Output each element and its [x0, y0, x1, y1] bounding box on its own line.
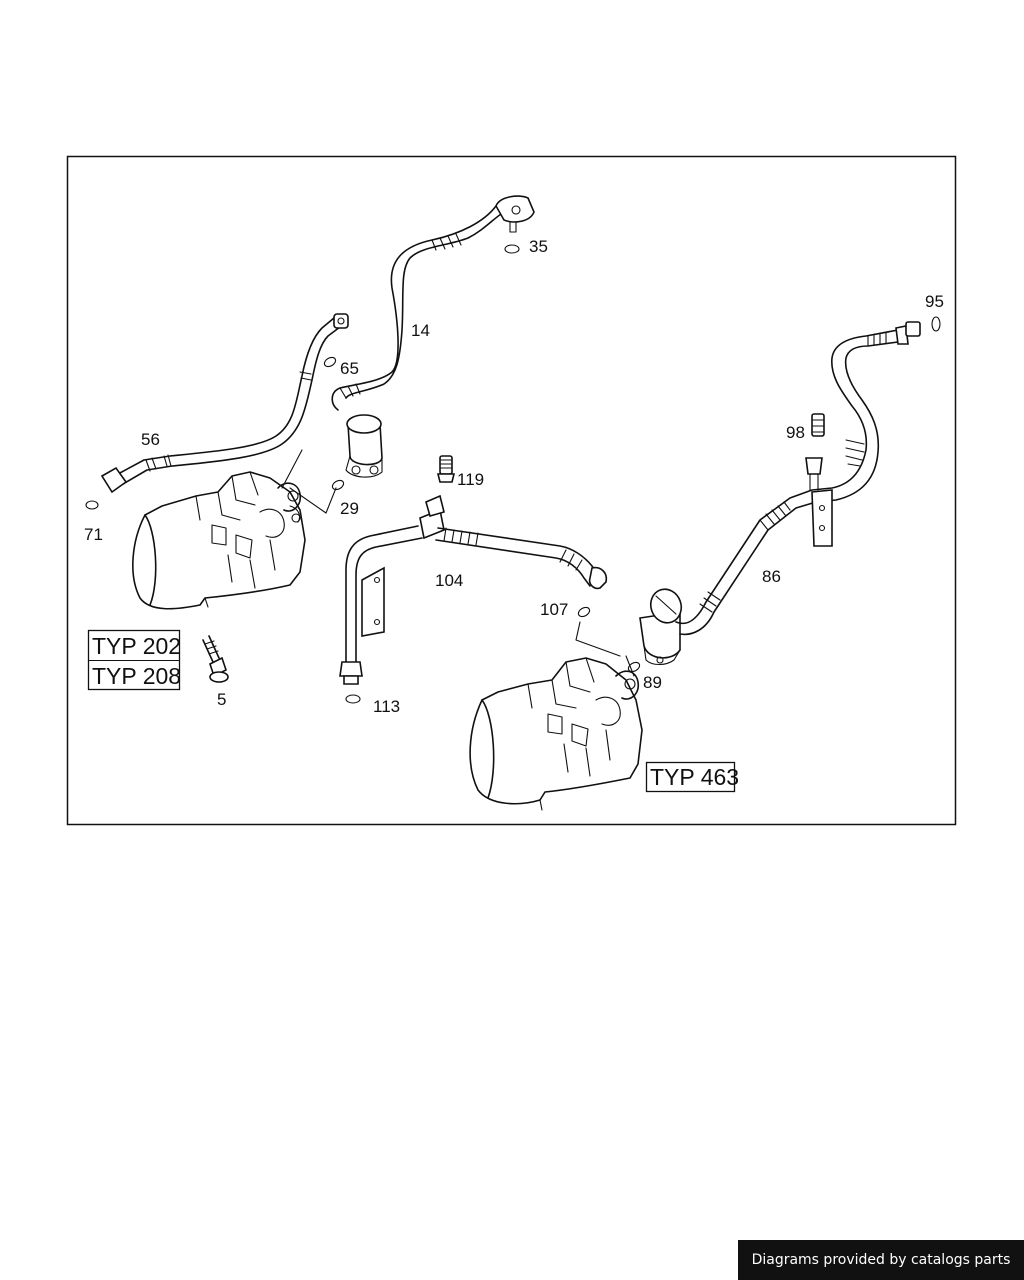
o-ring-29	[331, 479, 345, 491]
typ-463-label: TYP 463	[650, 764, 739, 790]
label-119: 119	[457, 470, 484, 489]
o-ring-65	[323, 356, 337, 368]
bolt-5	[202, 635, 229, 683]
o-ring-89	[627, 661, 641, 673]
label-107: 107	[540, 600, 568, 619]
label-89: 89	[643, 673, 662, 692]
valve-119	[436, 455, 456, 483]
hose-14	[331, 195, 535, 411]
label-35: 35	[529, 237, 548, 256]
label-14: 14	[411, 321, 430, 340]
label-56: 56	[141, 430, 160, 449]
typ-208-label: TYP 208	[92, 663, 181, 689]
valve-98	[811, 413, 825, 437]
label-113: 113	[373, 697, 400, 716]
typ-202-label: TYP 202	[92, 633, 181, 659]
compressor-right	[469, 657, 643, 811]
diagram-frame	[66, 155, 957, 826]
o-ring-35	[504, 244, 520, 254]
label-5: 5	[217, 690, 226, 709]
footer-text: Diagrams provided by catalogs parts	[751, 1252, 1011, 1268]
o-ring-95	[931, 316, 941, 332]
typ-463-box	[645, 761, 736, 793]
hose-56	[100, 313, 349, 494]
hose-86	[675, 321, 921, 636]
receiver-drier-left	[345, 414, 383, 478]
label-95: 95	[925, 292, 944, 311]
pipe-104	[339, 494, 608, 685]
compressor-left	[132, 471, 306, 610]
label-104: 104	[435, 571, 463, 590]
label-98: 98	[786, 423, 805, 442]
label-71: 71	[84, 525, 103, 544]
footer-credit: Diagrams provided by catalogs parts	[738, 1240, 1024, 1280]
o-ring-107	[577, 606, 591, 618]
receiver-drier-right	[639, 588, 683, 666]
o-ring-113	[345, 694, 361, 704]
label-65: 65	[340, 359, 359, 378]
label-86: 86	[762, 567, 781, 586]
o-ring-71	[85, 500, 99, 510]
label-29: 29	[340, 499, 359, 518]
